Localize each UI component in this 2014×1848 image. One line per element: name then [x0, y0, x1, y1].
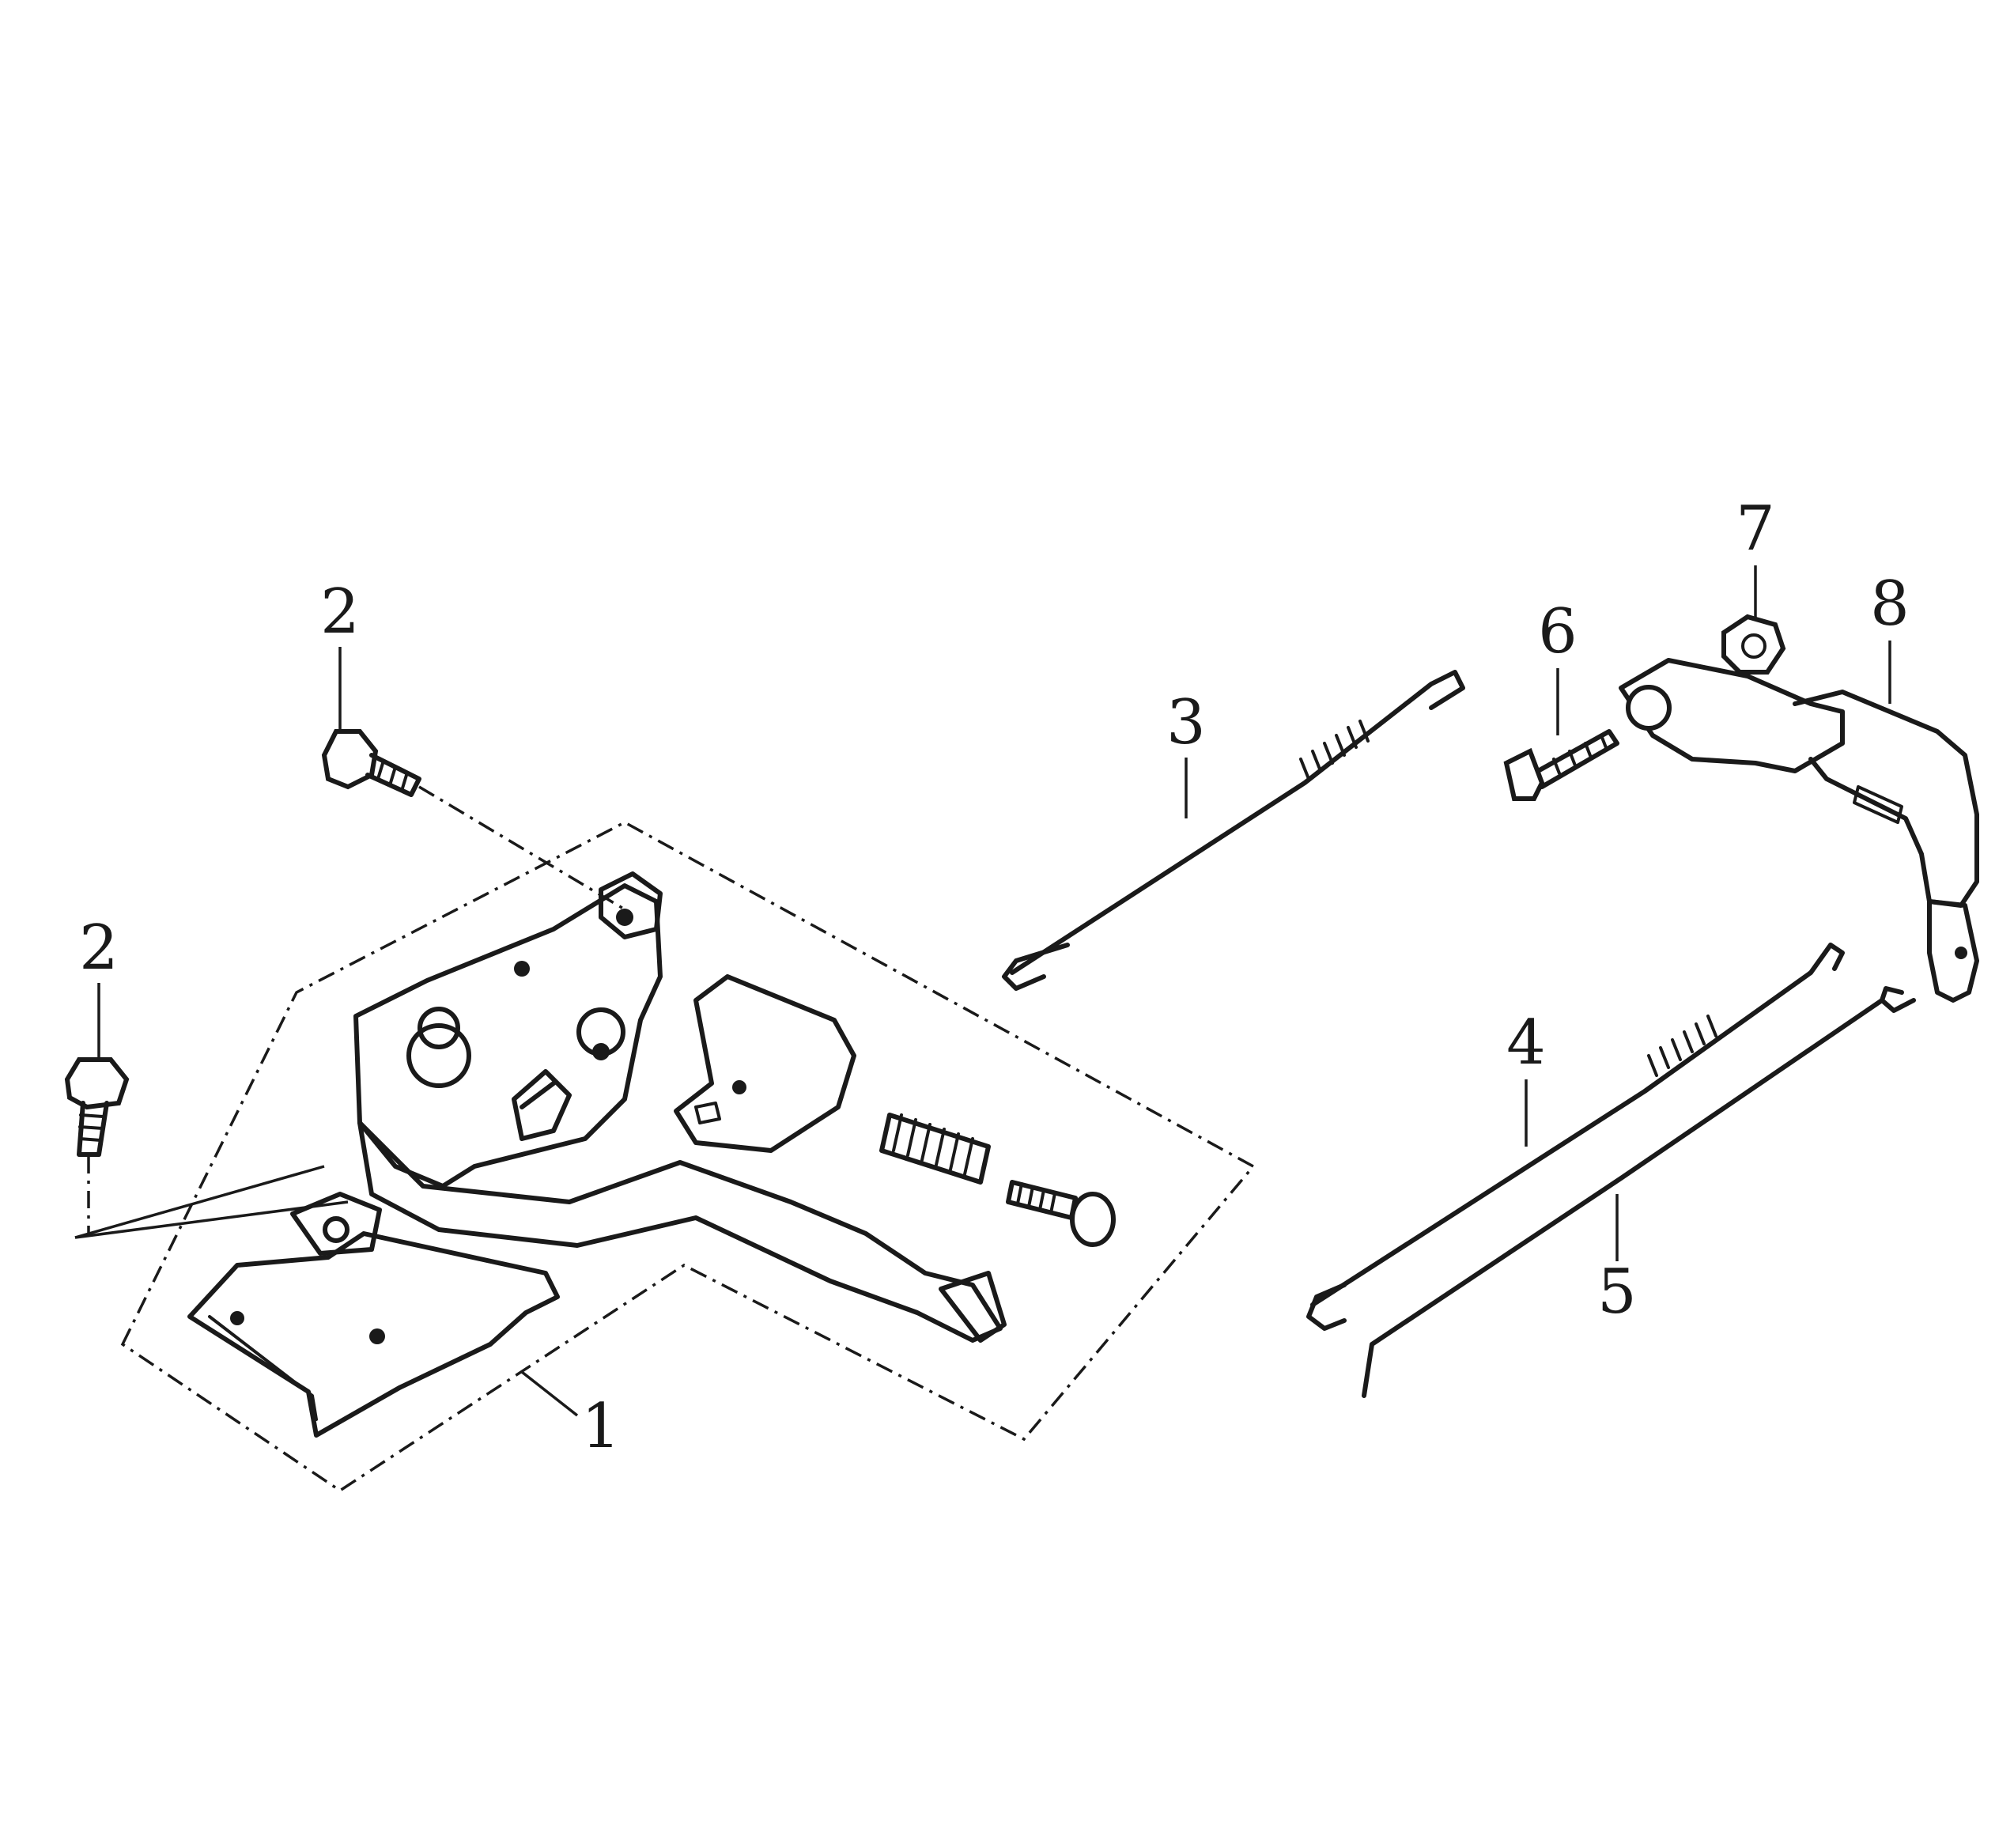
callout-3: 3 — [1166, 687, 1206, 758]
part-6-screw: 6 — [1503, 596, 1619, 801]
rod-4-hook-left — [1306, 1283, 1347, 1331]
nut-7-bore — [1741, 633, 1767, 659]
part-8-choke-lever: 8 — [1619, 569, 1979, 1003]
lever-8-pivot — [1626, 685, 1672, 731]
part-2-flange-bolt-left: 2 — [64, 913, 349, 1239]
callout-4: 4 — [1506, 1007, 1546, 1079]
top-mount-tab — [599, 871, 663, 939]
lever-slot — [694, 1102, 721, 1124]
lever-8-tip-hole — [1955, 947, 1967, 959]
lever-8-plate — [1619, 658, 1845, 773]
top-mount-hole — [616, 909, 633, 926]
rod-3-spring — [1299, 720, 1370, 780]
part-3-governor-rod: 3 — [1002, 670, 1465, 991]
callout-7: 7 — [1736, 493, 1775, 565]
plate-hole-a — [230, 1311, 244, 1325]
lever-8-tip — [1927, 899, 1979, 1003]
bolt-head-left — [64, 1057, 130, 1110]
lever-handle-end — [939, 1271, 1007, 1343]
part-5-choke-rod: 5 — [1362, 986, 1916, 1398]
screw-6-shank — [1536, 729, 1619, 789]
bolt-left-to-plate-b — [74, 1200, 349, 1239]
part-2-flange-bolt-top: 2 — [320, 576, 625, 911]
rod-5-end-bend — [1880, 986, 1904, 1003]
part-1-group-outline — [120, 821, 1256, 1493]
callout-8: 8 — [1870, 569, 1910, 640]
plate-right-tab — [674, 974, 856, 1153]
callout-1: 1 — [581, 1391, 621, 1462]
pivot-nut — [406, 1023, 471, 1088]
bolt-top-axis — [418, 785, 625, 911]
part-1-control-base-assembly: 1 — [120, 821, 1256, 1493]
callout-2-left: 2 — [79, 913, 119, 984]
pivot-hole-b — [592, 1043, 610, 1060]
part-4-governor-rod-spring: 4 — [1306, 943, 1845, 1331]
rod-5-wire — [1362, 998, 1916, 1398]
rod-3-wire — [1010, 670, 1465, 975]
left-mount-hole — [323, 1216, 350, 1243]
callout-6: 6 — [1538, 596, 1578, 667]
plate-hole-b — [369, 1328, 385, 1344]
pivot-nut-cap — [418, 1007, 460, 1049]
rod-3-hook-left — [1002, 943, 1070, 991]
left-mount-tab — [290, 1192, 382, 1256]
part-7-nut: 7 — [1721, 493, 1786, 675]
leader-1 — [520, 1370, 579, 1417]
adjusting-screw — [1006, 1180, 1116, 1247]
callout-5: 5 — [1597, 1257, 1637, 1328]
rod-4-wire — [1310, 943, 1845, 1307]
base-plate — [187, 1231, 560, 1438]
compression-spring — [879, 1113, 991, 1185]
base-plate-inner-edge — [208, 1315, 318, 1421]
pivot-hole-a — [514, 961, 530, 977]
screw-6-head — [1503, 747, 1545, 801]
callout-2-top: 2 — [320, 576, 360, 648]
lever-8-slot — [1853, 785, 1903, 824]
bolt-head-top — [321, 729, 379, 790]
lever-linkage-clip — [512, 1069, 572, 1141]
bolt-left-to-plate-a — [74, 1165, 325, 1239]
rod-4-spring — [1647, 1015, 1717, 1077]
nut-7-body — [1721, 614, 1786, 675]
tab-hole — [732, 1080, 746, 1094]
